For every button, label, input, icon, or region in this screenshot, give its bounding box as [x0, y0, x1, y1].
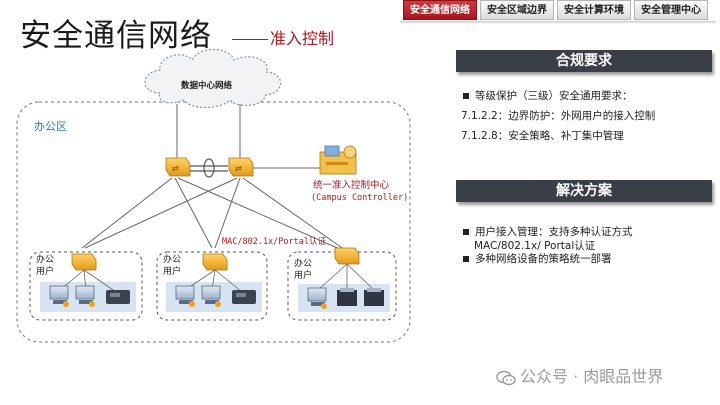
wechat-icon: [496, 370, 516, 385]
stack-link-ring: [203, 158, 215, 178]
pc-icon: [201, 285, 221, 307]
access-link: [174, 177, 213, 249]
svg-text:用户: 用户: [294, 269, 312, 281]
user-group-1: 办公 用户: [29, 251, 143, 321]
section-tabs: 安全通信网络 安全区域边界 安全计算环境 安全管理中心: [400, 0, 708, 20]
svg-text:办公: 办公: [163, 253, 181, 265]
tab-area-boundary[interactable]: 安全区域边界: [480, 0, 554, 20]
access-link: [177, 177, 343, 251]
svg-text:⇄: ⇄: [172, 164, 179, 173]
solution-item-text: 多种网络设备的策略统一部署: [475, 253, 612, 265]
access-link: [242, 177, 346, 251]
controller-label: 统一准入控制中心: [313, 179, 390, 191]
solution-item-text: 用户接入管理：支持多种认证方式: [475, 226, 633, 238]
svg-text:⇄: ⇄: [235, 164, 242, 173]
tab-compute-env[interactable]: 安全计算环境: [557, 0, 631, 20]
solution-heading: 解决方案: [456, 180, 712, 202]
pc-icon: [49, 285, 69, 307]
access-switch-icon: [334, 247, 360, 265]
controller-server-icon: [319, 145, 357, 175]
phone-icon: [106, 290, 130, 304]
pc-icon: [175, 285, 195, 307]
list-item: 多种网络设备的策略统一部署: [461, 253, 711, 267]
tab-mgmt-center[interactable]: 安全管理中心: [634, 0, 708, 20]
core-switch-icon: ⇄: [165, 157, 191, 177]
svg-text:办公: 办公: [36, 253, 54, 265]
list-item: 7.1.2.8：安全策略、补丁集中管理: [461, 126, 711, 146]
list-item: 用户接入管理：支持多种认证方式: [461, 226, 711, 240]
access-link: [84, 177, 238, 249]
compliance-list: 等级保护（三级）安全通用要求： 7.1.2.2：边界防护：外网用户的接入控制 7…: [461, 86, 711, 146]
core-switch-icon: ⇄: [228, 157, 254, 177]
auth-method-label: MAC/802.1x/Portal认证: [222, 236, 326, 247]
tabs-shadow: [400, 21, 716, 24]
printer-icon: [364, 288, 384, 306]
cloud-label: 数据中心网络: [181, 80, 233, 91]
list-item: 7.1.2.2：边界防护：外网用户的接入控制: [461, 106, 711, 126]
square-bullet-icon: [463, 228, 469, 235]
list-item: 等级保护（三级）安全通用要求：: [461, 86, 711, 106]
access-link: [214, 177, 241, 249]
compliance-item-text: 等级保护（三级）安全通用要求：: [475, 90, 633, 102]
access-link: [81, 177, 173, 249]
subtitle-text: 准入控制: [270, 29, 335, 48]
tab-secure-network[interactable]: 安全通信网络: [403, 0, 477, 20]
solution-list: 用户接入管理：支持多种认证方式 MAC/802.1x/ Portal认证 多种网…: [461, 226, 711, 267]
square-bullet-icon: [463, 92, 469, 99]
pc-icon: [75, 285, 95, 307]
printer-icon: [337, 288, 357, 306]
access-switch-icon: [71, 253, 97, 271]
user-group-2: 办公 用户: [156, 251, 268, 321]
user-group-3: 办公 用户: [287, 247, 397, 321]
page-title: 安全通信网络: [20, 18, 212, 54]
phone-icon: [232, 290, 256, 304]
network-diagram: 办公区 数据中心网络 ⇄ ⇄ 统一准入控制中心 (Campus Controll…: [16, 48, 411, 343]
watermark-text: 公众号 · 肉眼品世界: [520, 367, 664, 386]
pc-icon: [307, 287, 327, 309]
compliance-heading: 合规要求: [456, 50, 712, 72]
page-subtitle: 准入控制: [232, 25, 334, 49]
list-item-continuation: MAC/802.1x/ Portal认证: [474, 239, 596, 252]
svg-text:用户: 用户: [36, 265, 54, 277]
wechat-watermark: 公众号 · 肉眼品世界: [496, 363, 663, 387]
svg-text:办公: 办公: [294, 257, 312, 269]
access-switch-icon: [202, 253, 228, 271]
svg-text:用户: 用户: [163, 265, 181, 277]
controller-label-en: (Campus Controller): [311, 193, 408, 203]
square-bullet-icon: [463, 255, 469, 262]
compliance-item-text: 7.1.2.2：边界防护：外网用户的接入控制: [461, 110, 656, 122]
datacenter-cloud-icon: [144, 48, 282, 109]
office-area-label: 办公区: [34, 120, 67, 133]
compliance-item-text: 7.1.2.8：安全策略、补丁集中管理: [461, 130, 624, 142]
